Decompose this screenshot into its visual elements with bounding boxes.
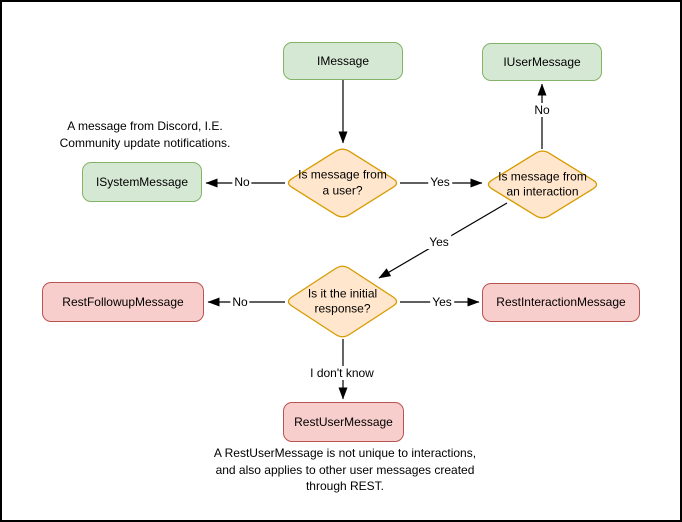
node-imessage: IMessage bbox=[283, 42, 403, 80]
decision-shape-initial-response bbox=[287, 265, 398, 338]
edge-label-interaction-no: No bbox=[532, 103, 552, 117]
edge-label-user-no: No bbox=[232, 175, 252, 189]
node-restinteractionmessage: RestInteractionMessage bbox=[482, 283, 640, 322]
decision-label-from-interaction: Is message from an interaction bbox=[498, 168, 587, 199]
decision-shape-from-user bbox=[287, 148, 398, 218]
note-rest-user-message: A RestUserMessage is not unique to inter… bbox=[213, 446, 477, 494]
edge-label-initial-no: No bbox=[230, 295, 250, 309]
decision-shape-from-interaction bbox=[487, 150, 598, 219]
decision-label-initial-response: Is it the initial response? bbox=[307, 285, 378, 316]
note-system-message: A message from Discord, I.E. Community u… bbox=[59, 119, 231, 150]
node-iusermessage: IUserMessage bbox=[482, 43, 602, 81]
node-restusermessage: RestUserMessage bbox=[283, 402, 404, 442]
edge-label-initial-unknown: I don't know bbox=[308, 366, 376, 380]
edge-label-interaction-yes: Yes bbox=[427, 235, 451, 249]
node-restfollowupmessage: RestFollowupMessage bbox=[42, 282, 204, 322]
decision-label-from-user: Is message from a user? bbox=[298, 167, 387, 197]
edge-label-initial-yes: Yes bbox=[430, 295, 454, 309]
edge-label-user-yes: Yes bbox=[428, 175, 452, 189]
node-isystemmessage: ISystemMessage bbox=[82, 162, 202, 202]
